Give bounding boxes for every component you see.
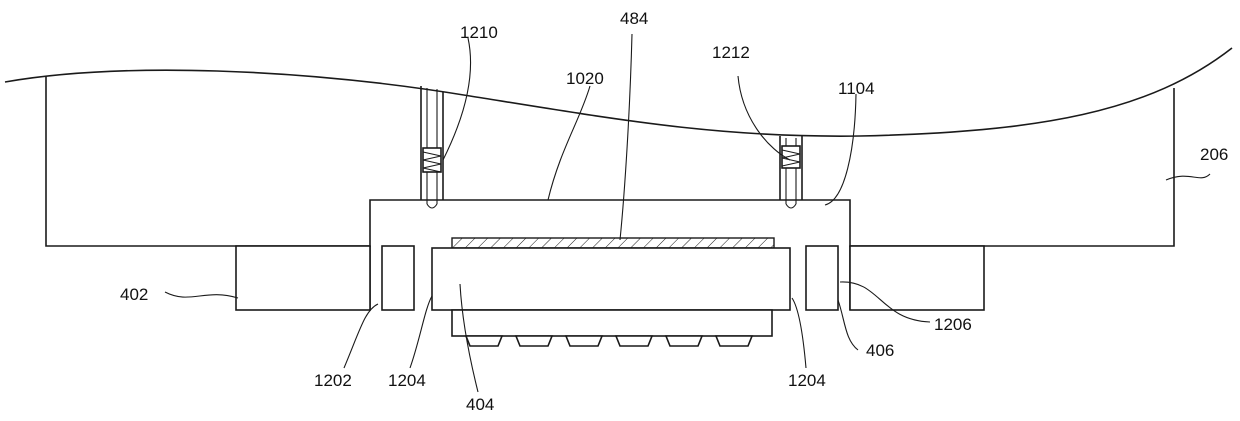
solder-bumps <box>466 336 752 346</box>
side-block-406 <box>806 246 838 310</box>
component-404 <box>432 248 790 310</box>
fastener-1210 <box>421 86 443 208</box>
substrate-404-lower <box>452 310 772 336</box>
label-406: 406 <box>866 341 894 360</box>
block-402 <box>236 246 370 310</box>
label-1212: 1212 <box>712 43 750 62</box>
label-1206: 1206 <box>934 315 972 334</box>
label-1204-left: 1204 <box>388 371 426 390</box>
layer-484 <box>452 238 774 248</box>
side-block-left <box>382 246 414 310</box>
label-1020: 1020 <box>566 69 604 88</box>
top-surface-curve <box>5 48 1232 136</box>
label-1210: 1210 <box>460 23 498 42</box>
label-402: 402 <box>120 285 148 304</box>
fastener-1212 <box>780 136 802 208</box>
block-right-base <box>850 246 984 310</box>
label-206: 206 <box>1200 145 1228 164</box>
housing-206 <box>46 76 1174 246</box>
label-1202: 1202 <box>314 371 352 390</box>
label-484: 484 <box>620 9 648 28</box>
label-1104: 1104 <box>838 79 875 98</box>
label-404: 404 <box>466 395 494 414</box>
label-1204-right: 1204 <box>788 371 826 390</box>
